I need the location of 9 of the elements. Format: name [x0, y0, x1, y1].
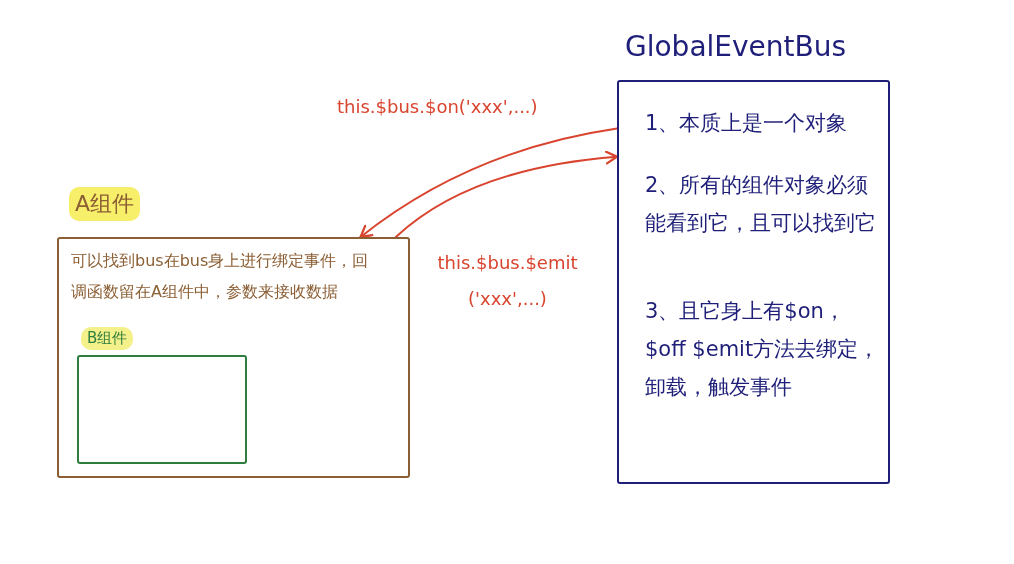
component-description: 可以找到bus在bus身上进行绑定事件，回调函数留在A组件中，参数来接收数据 — [71, 250, 370, 303]
arrow — [359, 127, 618, 239]
bus-note: 2、所有的组件对象必须能看到它，且可以找到它 — [645, 172, 877, 237]
bus-note: 1、本质上是一个对象 — [645, 110, 849, 137]
arrow — [394, 150, 619, 238]
component-heading: A组件 — [69, 187, 141, 221]
bus-note: 3、且它身上有$on，$off $emit方法去绑定，卸载，触发事件 — [645, 298, 881, 401]
component-heading: B组件 — [81, 327, 134, 350]
bus-title: GlobalEventBus — [625, 30, 847, 63]
